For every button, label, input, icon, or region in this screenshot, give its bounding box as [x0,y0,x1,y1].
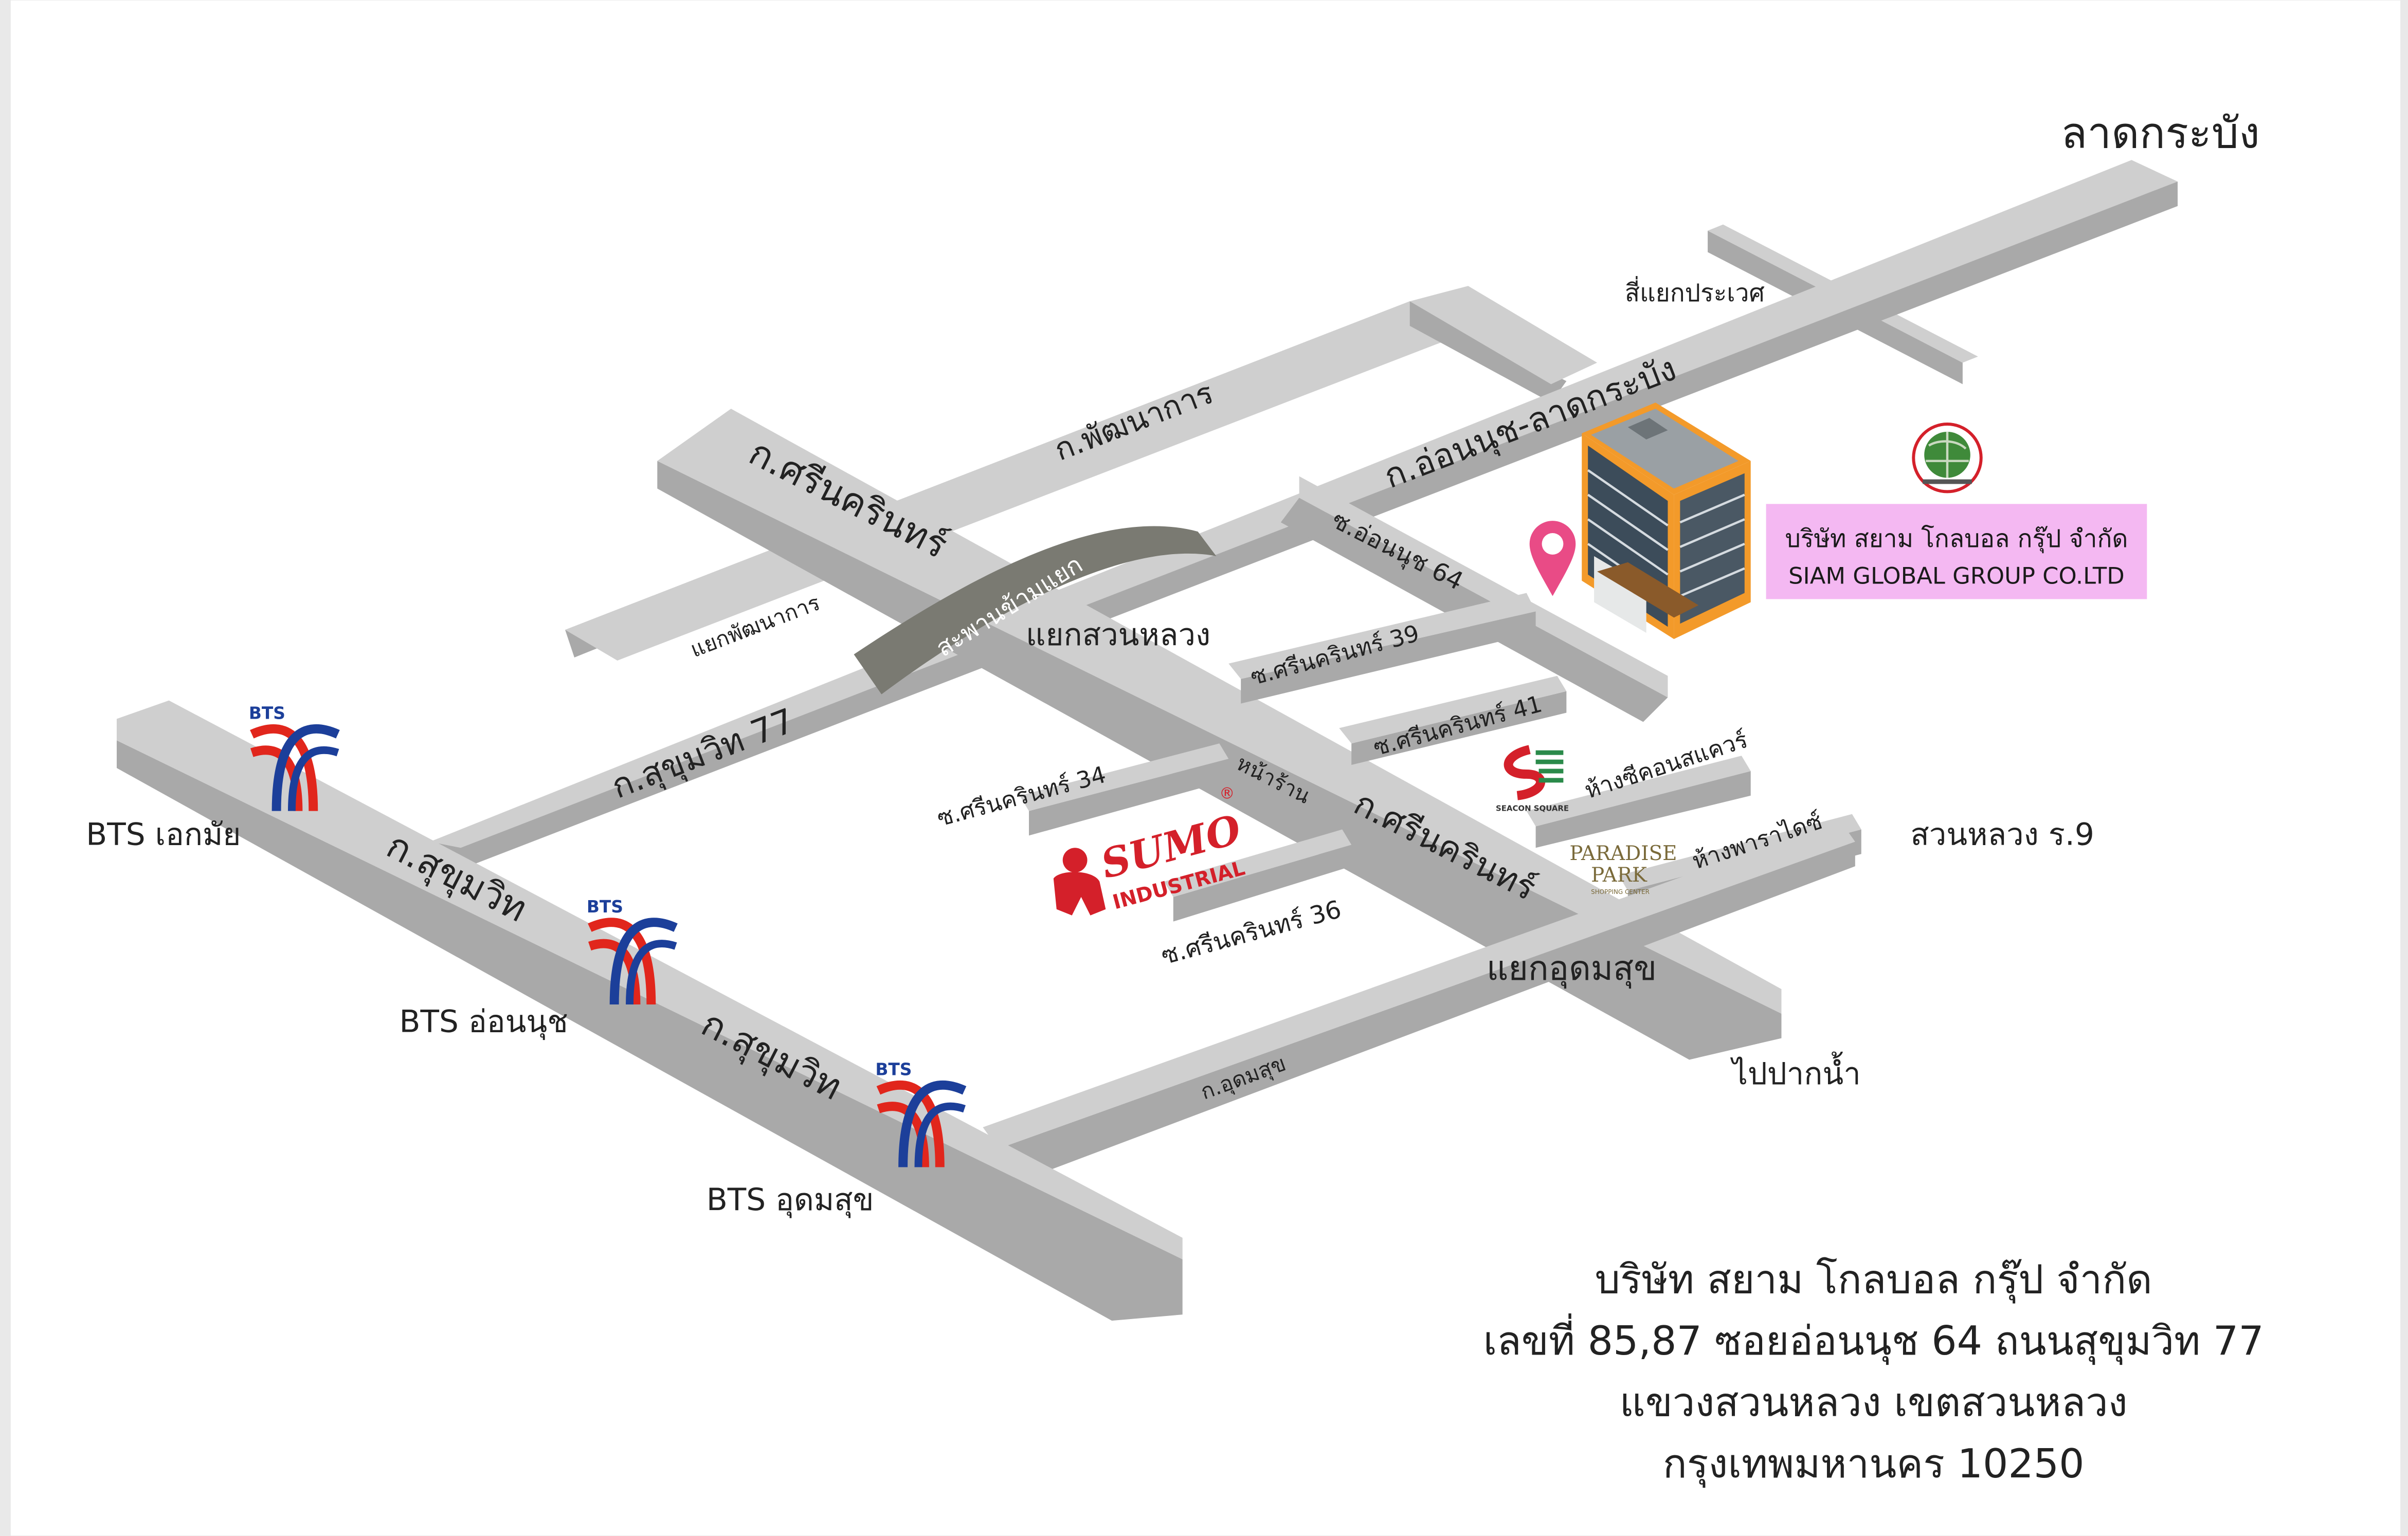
address-line-1: บริษัท สยาม โกลบอล กรุ๊ป จำกัด [1595,1256,2152,1304]
road-seacon-side [1526,756,1751,848]
company-name-th: บริษัท สยาม โกลบอล กรุ๊ป จำกัด [1785,524,2128,554]
label-to-pak-nam: ไปปากน้ำ [1730,1052,1861,1092]
svg-text:BTS: BTS [587,897,623,917]
seacon-square-logo: SEACON SQUARE [1495,745,1569,813]
svg-text:PARADISE: PARADISE [1569,842,1677,865]
label-bts-on-nut: BTS อ่อนนุช [400,1004,568,1040]
address-block: บริษัท สยาม โกลบอล กรุ๊ป จำกัด เลขที่ 85… [1483,1256,2264,1488]
svg-text:BTS: BTS [875,1059,912,1079]
overpass [854,526,1217,694]
road-soi-36 [1164,829,1352,922]
bts-logo-icon: BTS [249,703,340,811]
svg-text:SEACON SQUARE: SEACON SQUARE [1496,804,1569,813]
address-line-3: แขวงสวนหลวง เขตสวนหลวง [1620,1379,2128,1425]
svg-text:BTS: BTS [249,703,285,723]
label-bts-udomsuk: BTS อุดมสุข [707,1182,874,1218]
address-line-2: เลขที่ 85,87 ซอยอ่อนนุช 64 ถนนสุขุมวิท 7… [1483,1313,2264,1365]
company-globe-logo-icon [1912,423,1983,493]
bts-logo-icon: BTS [587,897,678,1004]
bts-logo-icon: BTS [875,1059,967,1167]
label-udomsuk-junction: แยกอุดมสุข [1487,949,1657,989]
address-line-4: กรุงเทพมหานคร 10250 [1663,1441,2085,1488]
label-suan-luang-junction: แยกสวนหลวง [1026,617,1210,653]
road-soi-34 [1020,743,1229,836]
location-pin-icon [1529,521,1576,596]
road-soi-41 [1339,675,1567,765]
sumo-wrestler-icon [1053,848,1106,916]
road-udomsuk [983,820,1855,1183]
label-bts-ekkamai: BTS เอกมัย [86,817,241,852]
office-building-icon [1582,403,1751,639]
road-phatthanakan [565,301,1469,661]
svg-text:®: ® [1219,785,1235,803]
road-soi-39 [1228,593,1536,704]
svg-text:PARK: PARK [1591,864,1647,887]
company-name-box: บริษัท สยาม โกลบอล กรุ๊ป จำกัด SIAM GLOB… [1766,504,2147,599]
road-phatthanakan-connector [1409,286,1598,403]
label-prawet-junction: สี่แยกประเวศ [1625,276,1765,307]
label-suan-luang-r9: สวนหลวง ร.9 [1910,817,2094,852]
svg-text:SHOPPING CENTER: SHOPPING CENTER [1591,888,1650,895]
label-lat-krabang: ลาดกระบัง [2061,107,2260,158]
paradise-park-logo: PARADISE PARK SHOPPING CENTER [1569,842,1677,895]
company-name-en: SIAM GLOBAL GROUP CO.LTD [1788,562,2125,590]
